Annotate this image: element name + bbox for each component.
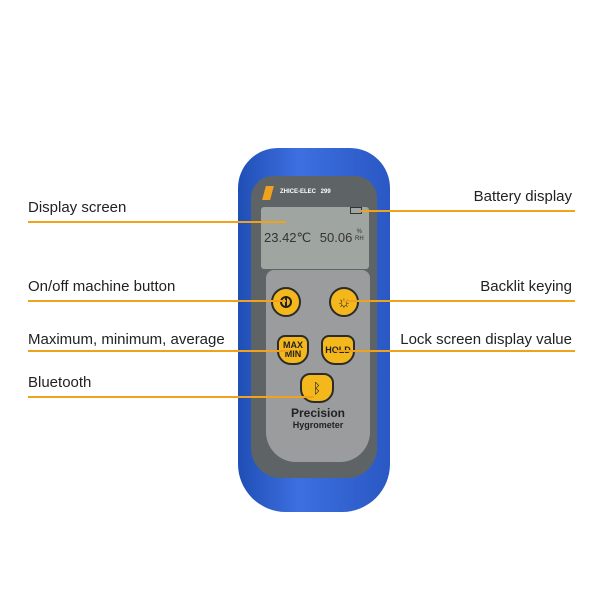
- humidity-unit: %: [356, 229, 362, 235]
- hold-label: HOLD: [325, 345, 351, 355]
- callout-battery-display: Battery display: [473, 188, 572, 205]
- display-screen: [261, 207, 369, 269]
- brand-name: ZHICE-ELEC: [280, 189, 316, 195]
- power-icon: [280, 296, 292, 308]
- callout-maxmin: Maximum, minimum, average: [28, 331, 225, 348]
- bluetooth-icon: ᛒ: [312, 379, 322, 396]
- model-number: 299: [320, 189, 331, 195]
- max-label: MAX: [283, 340, 303, 350]
- bluetooth-button[interactable]: ᛒ: [300, 373, 334, 403]
- power-button[interactable]: [271, 287, 301, 317]
- humidity-reading: 50.06: [319, 230, 353, 245]
- callout-line-lock: [335, 350, 575, 352]
- callout-line-maxmin: [28, 350, 290, 352]
- callout-backlit: Backlit keying: [480, 278, 572, 295]
- callout-bluetooth: Bluetooth: [28, 374, 92, 391]
- humidity-unit-rh: RH: [355, 236, 364, 242]
- callout-onoff: On/off machine button: [28, 278, 176, 295]
- min-label: MIN: [284, 349, 302, 359]
- callout-line-bluetooth: [28, 396, 314, 398]
- product-type: Hygrometer: [292, 420, 344, 430]
- temperature-reading: 23.42℃: [264, 230, 312, 245]
- callout-line-display: [28, 221, 286, 223]
- callout-line-onoff: [28, 300, 286, 302]
- callout-display-screen: Display screen: [28, 199, 127, 216]
- callout-line-battery: [361, 210, 575, 212]
- callout-line-backlit: [342, 300, 575, 302]
- product-name: Precision: [290, 406, 346, 420]
- sun-icon: ☼: [336, 293, 352, 311]
- backlight-button[interactable]: ☼: [329, 287, 359, 317]
- callout-lock: Lock screen display value: [400, 331, 572, 348]
